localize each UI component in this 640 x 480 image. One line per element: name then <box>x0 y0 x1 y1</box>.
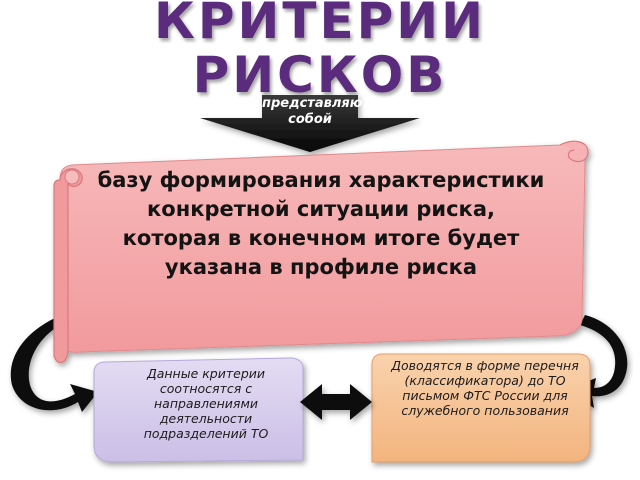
title-line-1: КРИТЕРИИ <box>154 0 486 50</box>
scroll-banner <box>53 140 589 364</box>
title-line-2: РИСКОВ <box>192 46 448 104</box>
double-arrow <box>300 384 372 420</box>
left-box <box>93 357 304 463</box>
curved-arrow-left <box>10 318 99 412</box>
arrow-label: представляют собой <box>262 96 370 127</box>
scroll-text: базу формирования характеристики конкрет… <box>97 168 545 279</box>
right-box-text: Доводятся в форме перечня (классификатор… <box>391 358 579 418</box>
diagram-title: КРИТЕРИИ РИСКОВ <box>0 0 640 102</box>
down-arrow <box>200 95 420 152</box>
left-box-text: Данные критерии соотносятся с направлени… <box>143 366 269 441</box>
right-box <box>371 353 591 463</box>
